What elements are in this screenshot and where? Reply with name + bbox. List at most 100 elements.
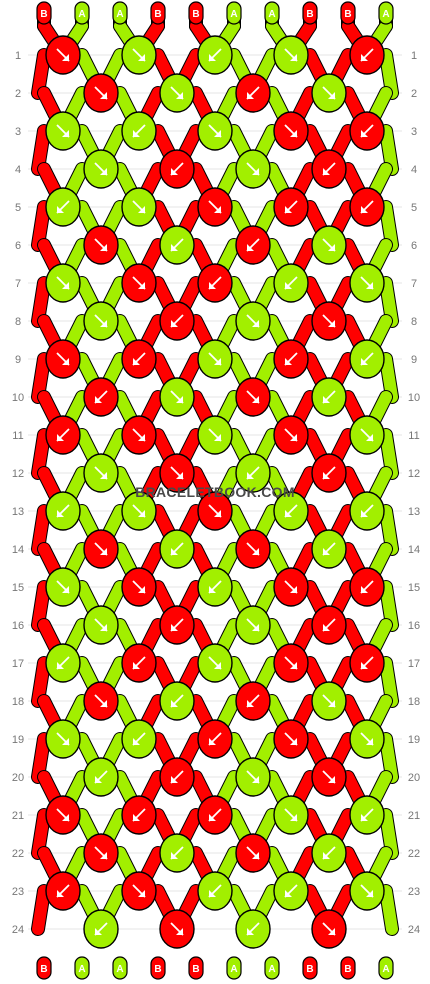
arrowhead-icon	[209, 586, 216, 593]
strand-letter: B	[40, 9, 47, 20]
row-label-left: 7	[15, 278, 21, 290]
knot	[83, 453, 119, 493]
knot	[45, 187, 81, 227]
row-label-right: 10	[408, 392, 420, 404]
arrowhead-icon	[95, 776, 102, 783]
arrowhead-icon	[247, 92, 254, 99]
row-label-right: 11	[408, 430, 419, 442]
arrowhead-icon	[57, 510, 64, 517]
arrowhead-icon	[138, 434, 145, 441]
arrowhead-icon	[366, 434, 373, 441]
strand-end: A	[226, 1, 242, 25]
arrowhead-icon	[95, 928, 102, 935]
arrowhead-icon	[285, 358, 292, 365]
arrowhead-icon	[138, 54, 145, 61]
knot	[235, 149, 271, 189]
arrowhead-icon	[100, 700, 107, 707]
knot	[83, 757, 119, 797]
arrowhead-icon	[100, 624, 107, 631]
row-label-right: 12	[408, 468, 420, 480]
knot	[121, 719, 157, 759]
knot	[121, 415, 157, 455]
strand-tail	[150, 956, 166, 980]
row-label-left: 15	[12, 582, 24, 594]
strand-end: B	[188, 1, 204, 25]
row-label-right: 2	[411, 88, 417, 100]
arrowhead-icon	[285, 206, 292, 213]
thread-segment	[380, 809, 398, 859]
arrowhead-icon	[100, 320, 107, 327]
knot	[83, 909, 119, 949]
arrowhead-icon	[209, 282, 216, 289]
knot	[235, 301, 271, 341]
arrowhead-icon	[133, 662, 140, 669]
knot	[349, 567, 385, 607]
strand-end: A	[378, 1, 394, 25]
arrowhead-icon	[290, 54, 297, 61]
knot	[159, 377, 195, 417]
thread-segment	[380, 505, 398, 555]
arrowhead-icon	[57, 434, 64, 441]
arrowhead-icon	[214, 662, 221, 669]
thread-segment	[380, 657, 398, 707]
thread-segment	[380, 353, 398, 403]
strand-end: B	[302, 1, 318, 25]
knot	[311, 225, 347, 265]
knot	[197, 643, 233, 683]
arrowhead-icon	[252, 168, 259, 175]
strand-end: A	[112, 956, 128, 980]
knot	[235, 377, 271, 417]
knot	[273, 795, 309, 835]
strand-tail	[36, 956, 52, 980]
thread-segment	[380, 885, 398, 935]
row-label-right: 8	[411, 316, 417, 328]
arrowhead-icon	[100, 548, 107, 555]
strand-tail	[226, 1, 242, 25]
arrowhead-icon	[252, 320, 259, 327]
knot	[159, 681, 195, 721]
knot	[197, 491, 233, 531]
knot	[83, 377, 119, 417]
strand-letter: B	[40, 964, 47, 975]
strand-tail	[74, 1, 90, 25]
knot	[159, 529, 195, 569]
strand-end: B	[302, 956, 318, 980]
strand-letter: A	[268, 964, 275, 975]
arrowhead-icon	[252, 852, 259, 859]
thread-segment	[32, 657, 50, 707]
knot	[311, 529, 347, 569]
strand-end: A	[74, 1, 90, 25]
thread-segment	[380, 125, 398, 175]
knot	[45, 491, 81, 531]
knot	[349, 795, 385, 835]
arrowhead-icon	[100, 168, 107, 175]
knot	[197, 35, 233, 75]
knot	[235, 909, 271, 949]
arrowhead-icon	[361, 358, 368, 365]
arrowhead-icon	[209, 54, 216, 61]
arrowhead-icon	[133, 738, 140, 745]
knot	[45, 719, 81, 759]
knot	[83, 149, 119, 189]
strand-letter: B	[192, 964, 199, 975]
thread-segment	[32, 581, 50, 631]
knot	[235, 833, 271, 873]
arrowhead-icon	[361, 814, 368, 821]
row-label-left: 5	[15, 202, 21, 214]
knot	[349, 491, 385, 531]
row-label-left: 8	[15, 316, 21, 328]
row-label-right: 5	[411, 202, 417, 214]
row-label-left: 14	[12, 544, 24, 556]
knot	[273, 35, 309, 75]
knot	[349, 35, 385, 75]
arrowhead-icon	[176, 92, 183, 99]
arrowhead-icon	[138, 586, 145, 593]
strand-tail	[74, 956, 90, 980]
strand-end: B	[340, 1, 356, 25]
row-label-right: 19	[408, 734, 420, 746]
arrowhead-icon	[171, 244, 178, 251]
arrowhead-icon	[247, 700, 254, 707]
arrowhead-icon	[62, 54, 69, 61]
knot	[349, 263, 385, 303]
